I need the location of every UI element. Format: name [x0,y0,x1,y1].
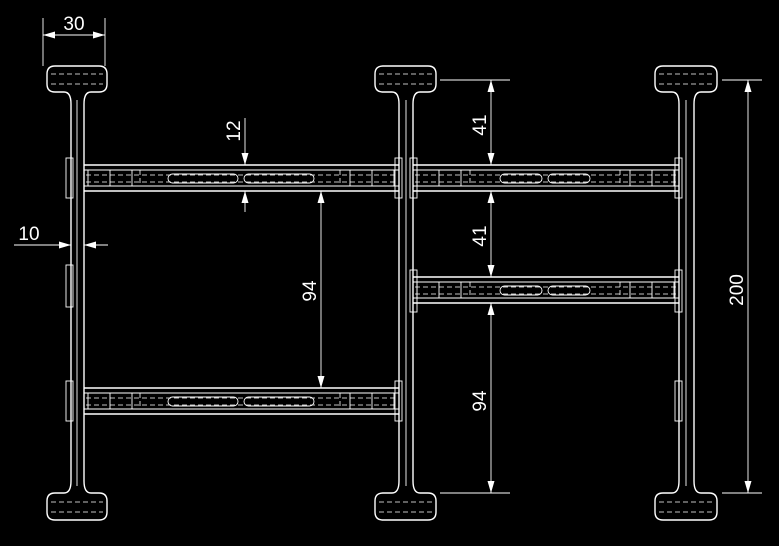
dimension-lower-spacing: 94 [440,303,510,494]
dimension-middle-gap: 41 [470,191,495,277]
rail-right-top [413,164,679,192]
dimension-label-12: 12 [224,120,245,141]
dimension-overall-height: 200 [722,79,762,494]
rail-left-top [84,164,399,192]
left-column [46,65,108,521]
dimension-upper-gap: 41 [440,79,510,165]
dimension-flange-width: 30 [42,14,106,66]
dimension-label-200: 200 [727,274,748,306]
dimension-web-thickness: 10 [14,224,108,249]
dimension-label-30: 30 [63,14,84,35]
dimension-left-spacing: 94 [300,191,325,388]
dimension-label-10: 10 [18,224,39,245]
dimension-label-94-left: 94 [300,280,321,302]
dimension-label-41-middle: 41 [470,225,491,246]
dimension-label-41-upper: 41 [470,114,491,135]
middle-column [374,65,437,521]
dimension-rail-thickness: 12 [224,118,249,212]
rail-right-middle [413,276,679,304]
rail-left-bottom [84,387,399,415]
dimension-label-94-lower: 94 [470,390,491,412]
right-column [654,65,718,521]
